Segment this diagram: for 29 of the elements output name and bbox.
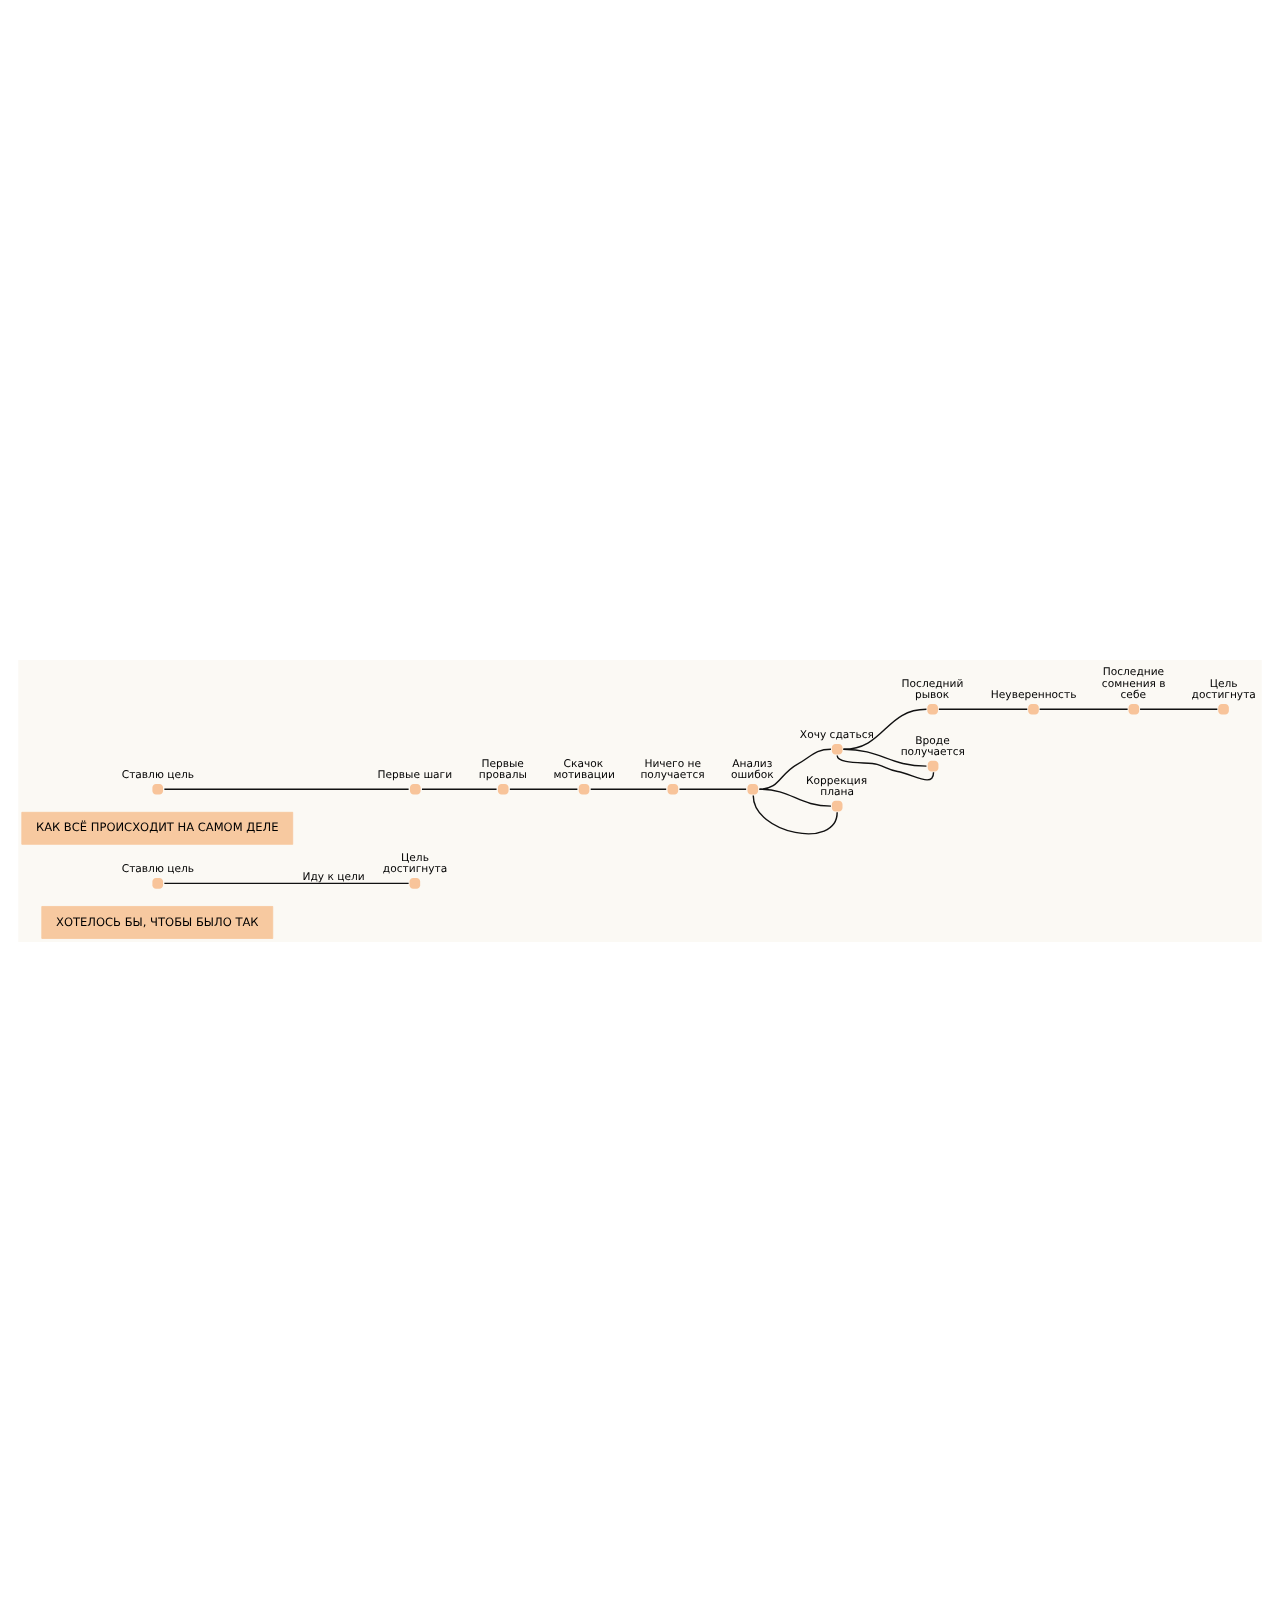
connector (1039, 707, 1129, 709)
node-circle (667, 782, 679, 794)
connector (842, 707, 928, 749)
node-circle (831, 799, 843, 811)
node-circle (927, 702, 938, 714)
connector (836, 753, 935, 780)
connector (758, 747, 832, 789)
node-circle (497, 782, 509, 794)
connector (938, 707, 1028, 709)
node-circle (927, 759, 939, 771)
connector (163, 881, 410, 884)
node-circle (1128, 702, 1140, 714)
connector (1139, 707, 1219, 709)
connector (758, 787, 832, 806)
node-circle (1028, 702, 1039, 714)
connector (509, 787, 579, 789)
connector (590, 787, 667, 789)
connector (163, 787, 410, 789)
node-circle (747, 782, 759, 794)
node-circle (152, 782, 164, 794)
connector (752, 793, 838, 834)
node-circle (1218, 702, 1229, 714)
node-circle (578, 782, 590, 794)
connector (421, 787, 498, 789)
node-circle (409, 877, 421, 888)
node-circle (152, 877, 164, 888)
node-circle (831, 742, 843, 754)
connector (678, 787, 747, 789)
node-circle (409, 782, 421, 794)
